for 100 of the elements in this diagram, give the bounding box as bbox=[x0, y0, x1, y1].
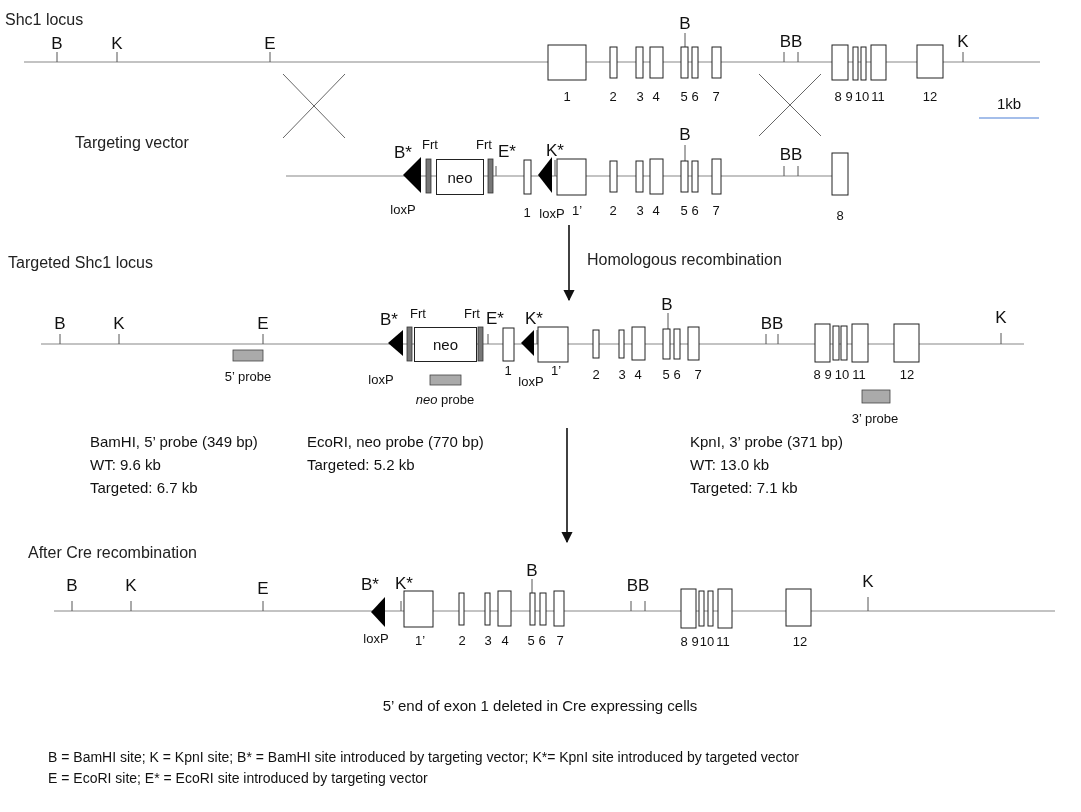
exon-number: 8 bbox=[834, 89, 842, 103]
exon-number: 11 bbox=[852, 367, 866, 381]
exon-number: 5 bbox=[680, 89, 688, 103]
site-label: BB bbox=[779, 32, 803, 50]
site-label: K bbox=[862, 572, 874, 590]
info-text: Targeted: 6.7 kb bbox=[90, 479, 198, 495]
caption-text: 5’ end of exon 1 deleted in Cre expressing cells bbox=[382, 697, 698, 713]
element-label: Frt bbox=[476, 137, 492, 151]
site-label: K bbox=[995, 308, 1007, 326]
element-label: loxP bbox=[363, 631, 389, 645]
exon-number: 10 bbox=[854, 89, 870, 103]
exon-number: 2 bbox=[609, 89, 617, 103]
site-label: K bbox=[957, 32, 969, 50]
exon-number: 2 bbox=[592, 367, 600, 381]
row-heading: Targeting vector bbox=[75, 134, 189, 152]
exon-number: 7 bbox=[712, 89, 720, 103]
site-label: K* bbox=[395, 574, 413, 592]
exon-number: 7 bbox=[556, 633, 564, 647]
element-label: loxP bbox=[518, 374, 544, 388]
exon-number: 3 bbox=[618, 367, 626, 381]
exon-number: 2 bbox=[458, 633, 466, 647]
exon-number: 9 bbox=[845, 89, 853, 103]
exon-number: 3 bbox=[636, 89, 644, 103]
exon-number: 1 bbox=[504, 363, 512, 377]
site-label: BB bbox=[760, 314, 784, 332]
exon-number: 3 bbox=[636, 203, 644, 217]
exon-number: 5 bbox=[527, 633, 535, 647]
exon-number: 11 bbox=[871, 89, 885, 103]
exon-number: 8 bbox=[813, 367, 821, 381]
site-label: K bbox=[125, 576, 137, 594]
exon-number: 6 bbox=[691, 89, 699, 103]
element-label: Frt bbox=[410, 306, 426, 320]
site-label: E bbox=[257, 314, 269, 332]
exon-number: 1 bbox=[523, 205, 531, 219]
info-text: WT: 9.6 kb bbox=[90, 456, 161, 472]
site-label: K* bbox=[525, 309, 543, 327]
exon-number: 4 bbox=[501, 633, 509, 647]
site-label: E* bbox=[498, 142, 516, 160]
exon-number: 8 bbox=[680, 634, 688, 648]
arrow bbox=[563, 224, 575, 302]
exon-number: 6 bbox=[673, 367, 681, 381]
probe-label: 3’ probe bbox=[851, 411, 899, 425]
site-label: BB bbox=[626, 576, 650, 594]
site-label: E bbox=[257, 579, 269, 597]
exon-number: 4 bbox=[652, 89, 660, 103]
exon-number: 12 bbox=[899, 367, 915, 381]
site-label: BB bbox=[779, 145, 803, 163]
element-label: Frt bbox=[422, 137, 438, 151]
exon-number: 1’ bbox=[550, 363, 562, 377]
exon-number: 5 bbox=[662, 367, 670, 381]
info-text: Targeted: 7.1 kb bbox=[690, 479, 798, 495]
info-text: KpnI, 3’ probe (371 bp) bbox=[690, 433, 843, 449]
site-label: E* bbox=[486, 309, 504, 327]
row-heading: Targeted Shc1 locus bbox=[8, 254, 153, 272]
site-label: K* bbox=[546, 141, 564, 159]
exon-number: 10 bbox=[699, 634, 715, 648]
arrow bbox=[561, 427, 573, 544]
info-text: BamHI, 5’ probe (349 bp) bbox=[90, 433, 258, 449]
exon-number: 9 bbox=[691, 634, 699, 648]
site-label: B bbox=[54, 314, 66, 332]
site-label: B bbox=[679, 14, 691, 32]
site-label: B* bbox=[394, 143, 412, 161]
exon-number: 4 bbox=[634, 367, 642, 381]
site-label: B* bbox=[380, 310, 398, 328]
element-label: loxP bbox=[539, 206, 565, 220]
exon-number: 9 bbox=[824, 367, 832, 381]
exon-number: 1’ bbox=[414, 633, 426, 647]
element-label: loxP bbox=[368, 372, 394, 386]
site-label: B bbox=[679, 125, 691, 143]
probe-label: neo probe bbox=[415, 392, 475, 406]
cassette-label: neo bbox=[433, 336, 458, 353]
row-heading: After Cre recombination bbox=[28, 544, 197, 562]
site-label: K bbox=[113, 314, 125, 332]
exon-number: 1 bbox=[563, 89, 571, 103]
info-text: WT: 13.0 kb bbox=[690, 456, 770, 472]
site-label: K bbox=[111, 34, 123, 52]
site-label: B bbox=[51, 34, 63, 52]
exon-number: 11 bbox=[716, 634, 730, 648]
scale-label: 1kb bbox=[996, 95, 1022, 111]
site-label: B bbox=[66, 576, 78, 594]
site-label: E bbox=[264, 34, 276, 52]
exon-number: 3 bbox=[484, 633, 492, 647]
footnote-text: B = BamHI site; K = KpnI site; B* = BamHI site introduced by targeting vector; K*= KpnI site introduced by targeted vector bbox=[48, 750, 799, 764]
exon-number: 6 bbox=[691, 203, 699, 217]
site-label: B* bbox=[361, 575, 379, 593]
exon-number: 6 bbox=[538, 633, 546, 647]
row-heading: Shc1 locus bbox=[5, 11, 84, 29]
neo-cassette-box bbox=[414, 327, 477, 362]
exon-number: 1’ bbox=[571, 203, 583, 217]
exon-number: 5 bbox=[680, 203, 688, 217]
exon-number: 10 bbox=[834, 367, 850, 381]
probe-label: 5’ probe bbox=[224, 369, 272, 383]
exon-number: 2 bbox=[609, 203, 617, 217]
site-label: B bbox=[526, 561, 538, 579]
site-label: B bbox=[661, 295, 673, 313]
edge-label: Homologous recombination bbox=[585, 251, 784, 269]
exon-number: 4 bbox=[652, 203, 660, 217]
footnote-text: E = EcoRI site; E* = EcoRI site introduced by targeting vector bbox=[48, 771, 428, 785]
info-text: EcoRI, neo probe (770 bp) bbox=[307, 433, 484, 449]
element-label: loxP bbox=[390, 202, 416, 216]
